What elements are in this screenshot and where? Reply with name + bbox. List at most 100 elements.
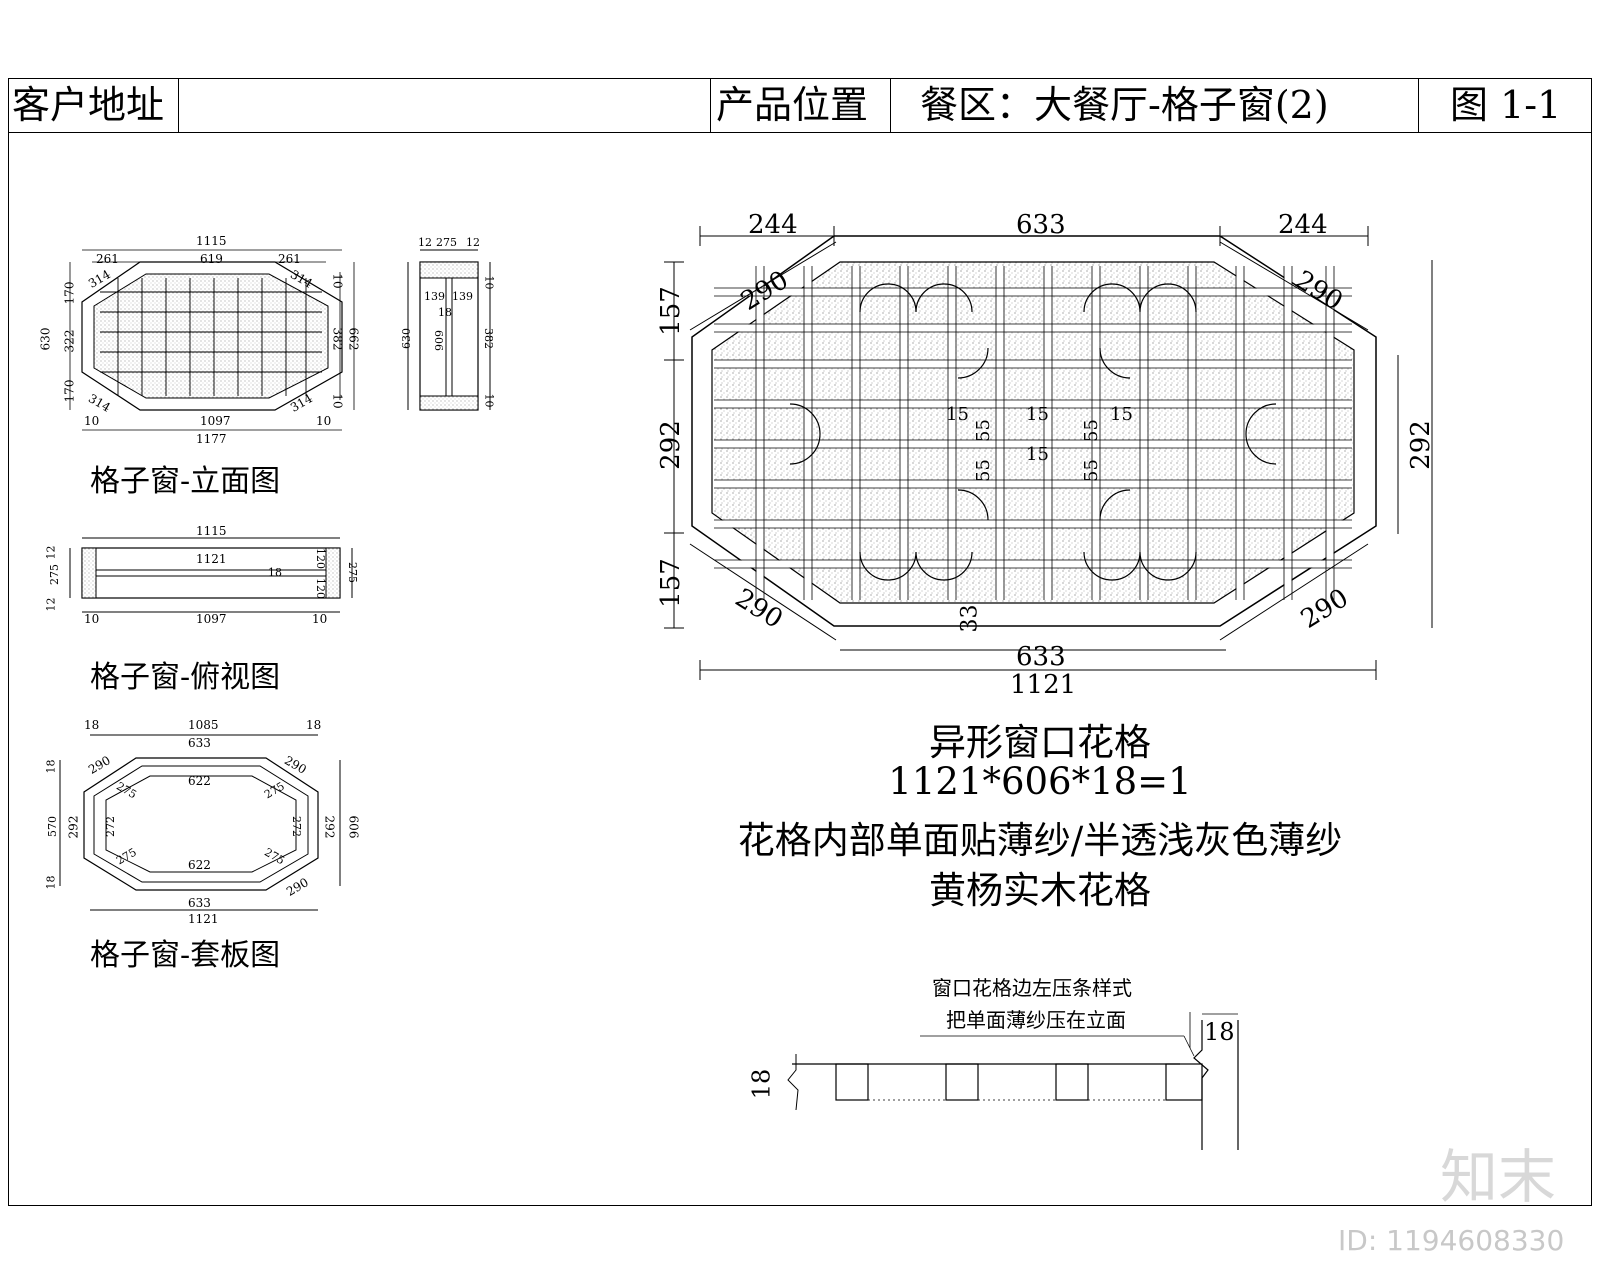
casing-dim: 622 — [188, 858, 211, 872]
spec-size: 1121*606*18=1 — [888, 760, 1192, 803]
header-separator — [1418, 78, 1419, 132]
client-address-label: 客户地址 — [12, 83, 165, 127]
casing-dim: 1121 — [188, 912, 219, 926]
elev-dim: 322 — [62, 329, 77, 353]
casing-dim: 18 — [44, 759, 58, 774]
image-id-watermark: ID: 1194608330 — [1338, 1224, 1565, 1257]
top-dim: 1097 — [196, 612, 227, 626]
dim-right: 292 — [1405, 420, 1436, 470]
main-dimension-lines — [664, 226, 1433, 680]
top-view — [69, 537, 353, 613]
casing-dim: 570 — [46, 816, 59, 837]
casing-dim: 18 — [44, 875, 58, 890]
casing-view — [59, 734, 341, 911]
casing-dim: 272 — [290, 816, 303, 837]
side-dim: 139 — [452, 290, 473, 303]
casing-dim: 622 — [188, 774, 211, 788]
casing-dim: 292 — [322, 815, 337, 839]
elevation-title: 格子窗-立面图 — [90, 464, 281, 499]
dim-top-left: 244 — [748, 210, 798, 240]
side-dim: 382 — [482, 328, 495, 349]
dim-inner: 55 — [1080, 459, 1102, 482]
elev-dim: 170 — [62, 281, 77, 305]
main-lattice — [691, 235, 1377, 627]
casing-dim: 292 — [66, 815, 81, 839]
elev-dim: 630 — [38, 327, 53, 351]
top-dim: 275 — [48, 564, 61, 585]
top-dim: 10 — [312, 612, 328, 626]
section-dim-right: 18 — [1204, 1018, 1235, 1046]
section-dim-left: 18 — [747, 1068, 776, 1100]
side-dim: 606 — [432, 330, 445, 351]
side-dim: 12 — [418, 236, 432, 249]
section-note-2: 把单面薄纱压在立面 — [946, 1008, 1126, 1032]
top-view-title: 格子窗-俯视图 — [90, 660, 281, 695]
elev-dim: 662 — [346, 327, 361, 351]
elev-dim: 1115 — [196, 234, 227, 248]
side-dim: 275 — [436, 236, 457, 249]
side-dim: 630 — [400, 328, 413, 349]
top-dim: 12 — [44, 545, 58, 560]
elevation-view — [69, 249, 355, 431]
top-dim: 10 — [84, 612, 100, 626]
casing-dim: 606 — [346, 815, 361, 839]
dim-inner: 15 — [946, 404, 969, 425]
side-dim: 10 — [482, 393, 496, 408]
top-dim: 275 — [346, 562, 359, 583]
spec-note: 花格内部单面贴薄纱/半透浅灰色薄纱 — [737, 819, 1343, 862]
location-value: 餐区：大餐厅-格子窗(2) — [920, 83, 1329, 127]
dim-left-lower: 157 — [655, 558, 686, 608]
dim-inner: 55 — [972, 459, 994, 482]
spec-name: 异形窗口花格 — [929, 721, 1151, 764]
dim-bar-width: 33 — [957, 604, 983, 633]
side-dim: 139 — [424, 290, 445, 303]
casing-dim: 633 — [188, 736, 211, 750]
elev-dim: 382 — [330, 327, 345, 351]
header-separator — [710, 78, 711, 132]
elev-dim: 1097 — [200, 414, 231, 428]
dim-bottom-total: 1121 — [1010, 670, 1077, 700]
casing-dim: 633 — [188, 896, 211, 910]
casing-dim: 18 — [306, 718, 322, 732]
dim-inner: 15 — [1026, 444, 1049, 465]
elev-dim: 261 — [278, 252, 301, 266]
side-dim: 12 — [466, 236, 480, 249]
side-view — [407, 249, 491, 411]
dim-top-right: 244 — [1278, 210, 1328, 240]
elev-dim: 1177 — [196, 432, 227, 446]
elev-dim: 10 — [330, 273, 345, 289]
top-dim: 12 — [44, 597, 58, 612]
spec-material: 黄杨实木花格 — [929, 869, 1151, 912]
section-detail — [787, 1012, 1239, 1150]
dim-inner: 55 — [1080, 419, 1102, 442]
side-dim: 18 — [438, 306, 452, 319]
top-dim: 120 — [314, 578, 327, 599]
dim-bottom-inner: 633 — [1016, 642, 1066, 672]
elev-dim: 261 — [96, 252, 119, 266]
dim-left-mid: 292 — [655, 420, 686, 470]
side-dim: 10 — [482, 275, 496, 290]
top-dim: 1115 — [196, 524, 227, 538]
elev-dim: 10 — [84, 414, 100, 428]
elev-dim: 10 — [330, 393, 345, 409]
figure-number: 图 1-1 — [1450, 83, 1562, 127]
elev-dim: 10 — [316, 414, 332, 428]
dim-inner: 55 — [972, 419, 994, 442]
dim-left-upper: 157 — [655, 286, 686, 336]
product-position-label: 产品位置 — [716, 83, 869, 127]
header-separator — [890, 78, 891, 132]
elev-dim: 619 — [200, 252, 223, 266]
casing-dim: 272 — [104, 816, 117, 837]
casing-title: 格子窗-套板图 — [90, 938, 281, 973]
dim-inner: 15 — [1026, 404, 1049, 425]
header-divider — [8, 132, 1592, 133]
header-separator — [178, 78, 179, 132]
drawing-frame — [8, 78, 1592, 1206]
dim-inner: 15 — [1110, 404, 1133, 425]
section-note-1: 窗口花格边左压条样式 — [932, 976, 1132, 1000]
elev-dim: 170 — [62, 379, 77, 403]
casing-dim: 18 — [84, 718, 100, 732]
dim-top-mid: 633 — [1016, 210, 1066, 240]
brand-watermark: 知末 — [1440, 1143, 1557, 1211]
